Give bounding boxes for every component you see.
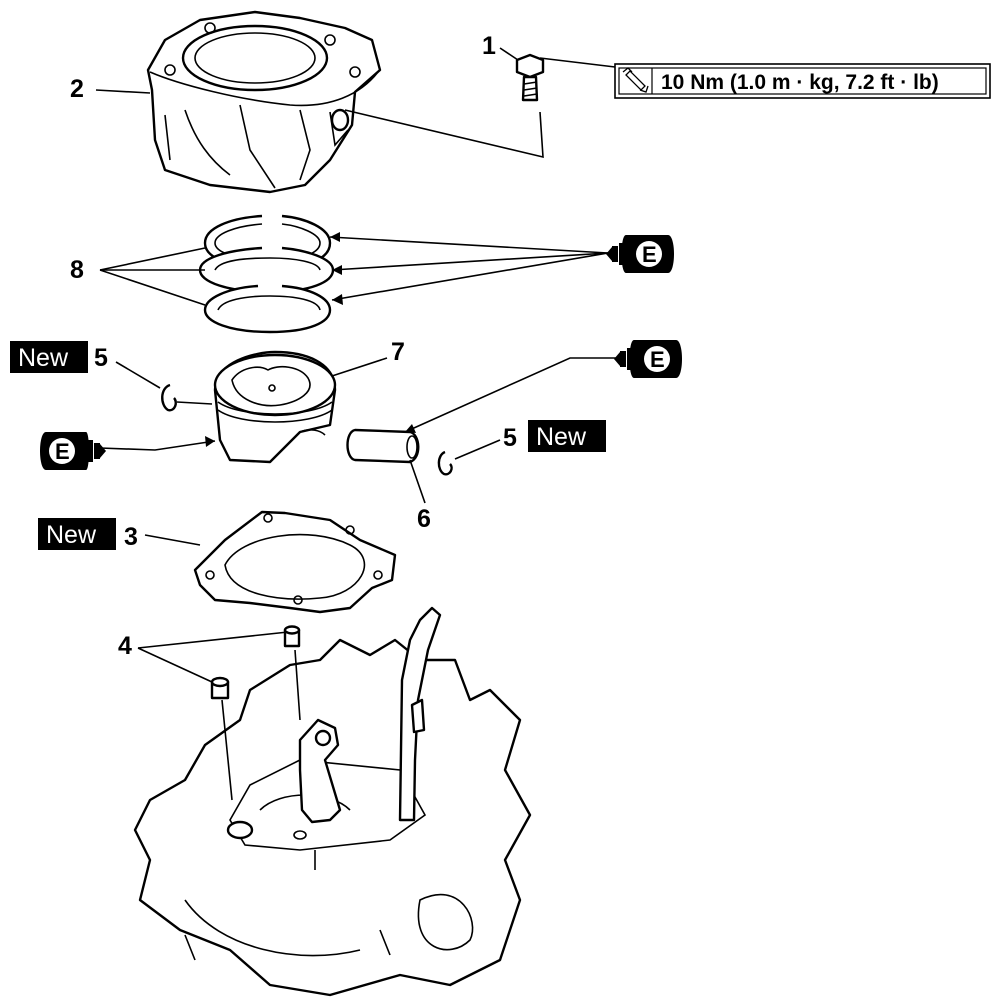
torque-spec-box: 10 Nm (1.0 m · kg, 7.2 ft · lb) [614,63,991,99]
chain-guide [398,606,442,822]
dowel-pin-lower [210,676,230,700]
engine-oil-icon-rings: E [606,235,674,273]
piston-pin [346,428,420,464]
callout-5-left: 5 [94,344,108,372]
piston-ring-bottom [203,284,332,334]
circlip-left [161,383,177,412]
callout-3: 3 [124,523,138,551]
svg-text:New: New [18,344,69,372]
new-badge-5-left: New [10,341,88,373]
new-badge-3: New [38,518,116,550]
cylinder [146,10,382,194]
callout-4: 4 [118,632,132,660]
cylinder-gasket [193,510,397,614]
svg-text:E: E [55,439,70,464]
bolt [515,53,545,102]
svg-text:E: E [650,347,665,372]
callout-1: 1 [482,32,496,60]
svg-text:New: New [536,423,587,451]
piston [213,350,337,464]
connecting-rod [298,718,342,824]
circlip-right [437,450,453,476]
callout-6: 6 [417,505,431,533]
svg-text:New: New [46,521,97,549]
callout-8: 8 [70,256,84,284]
torque-spec-text: 10 Nm (1.0 m · kg, 7.2 ft · lb) [661,71,939,94]
piston-ring-middle [198,246,335,294]
callout-5-right: 5 [503,424,517,452]
callout-2: 2 [70,75,84,103]
new-badge-5-right: New [528,420,606,452]
engine-oil-icon-piston: E [40,432,106,470]
dowel-pin-upper [283,625,301,648]
engine-oil-icon-pin: E [614,340,682,378]
torque-wrench-icon [622,67,649,93]
callout-7: 7 [391,338,405,366]
svg-text:E: E [642,242,657,267]
